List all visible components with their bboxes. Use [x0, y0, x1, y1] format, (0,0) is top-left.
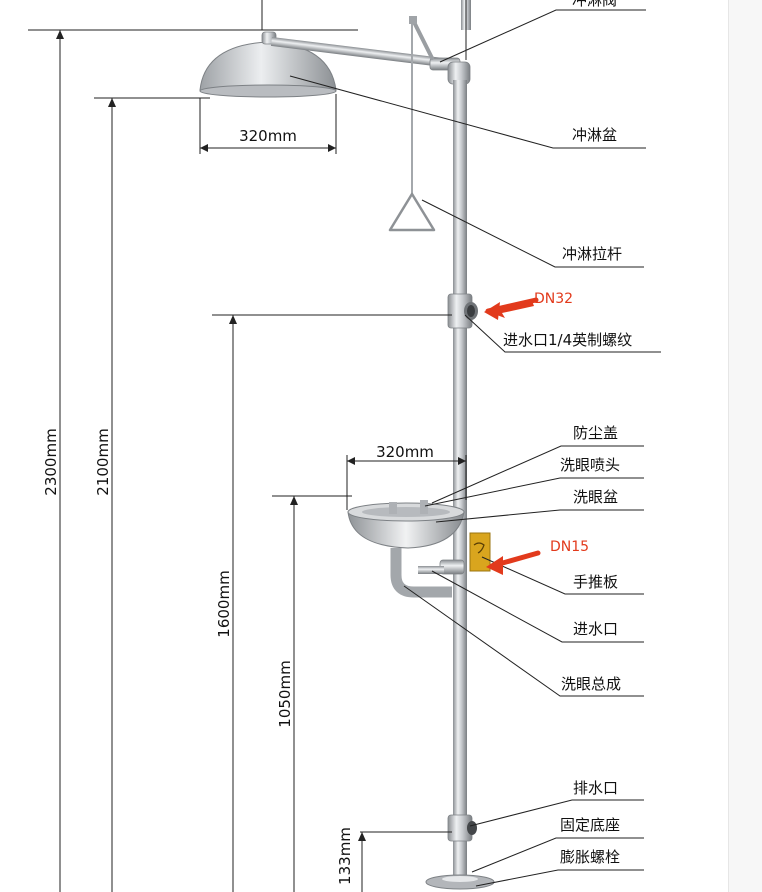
callout-push-plate: 手推板: [573, 573, 618, 591]
drain-fitting: [447, 814, 477, 842]
callout-expansion-bolt: 膨胀螺栓: [560, 848, 620, 866]
dn15-label: DN15: [550, 539, 589, 555]
callout-eyewash-nozzle: 洗眼喷头: [560, 456, 620, 474]
dimension-lines: [28, 0, 467, 892]
dn32-label: DN32: [534, 291, 573, 307]
main-pipe: [453, 80, 467, 880]
bowl-width-label: 320mm: [376, 443, 434, 461]
callout-water-inlet: 进水口: [573, 620, 618, 638]
callout-shower-bowl: 冲淋盆: [572, 126, 617, 144]
callout-drain-outlet: 排水口: [573, 779, 618, 797]
dn32-arrow-icon: [484, 297, 539, 320]
push-plate: [469, 532, 491, 572]
callout-inlet-thread: 进水口1/4英制螺纹: [503, 331, 632, 349]
bowl-height-label: 1050mm: [276, 660, 294, 727]
base-flange: [425, 874, 495, 890]
callout-fixed-base: 固定底座: [560, 816, 620, 834]
shower-height-label: 2100mm: [94, 428, 112, 495]
callout-shower-valve: 冲淋阀: [572, 0, 617, 9]
callout-eyewash-assembly: 洗眼总成: [561, 675, 621, 693]
shower-valve-fitting: [409, 16, 471, 85]
callout-leaders: [289, 9, 661, 887]
shower-width-label: 320mm: [239, 127, 297, 145]
drain-height-label: 133mm: [336, 827, 354, 885]
shower-head: [199, 31, 337, 98]
right-edge-panel: [728, 0, 762, 892]
callout-dust-cover: 防尘盖: [573, 424, 618, 442]
inlet-height-label: 1600mm: [215, 570, 233, 637]
callout-eyewash-bowl: 洗眼盆: [573, 488, 618, 506]
callout-shower-pull-rod: 冲淋拉杆: [562, 245, 622, 263]
eyewash-bowl: [347, 500, 465, 598]
shower-arm: [270, 37, 456, 69]
dn15-arrow-icon: [486, 550, 541, 575]
upper-inlet-tee: [447, 293, 478, 329]
total-height-label: 2300mm: [42, 428, 60, 495]
